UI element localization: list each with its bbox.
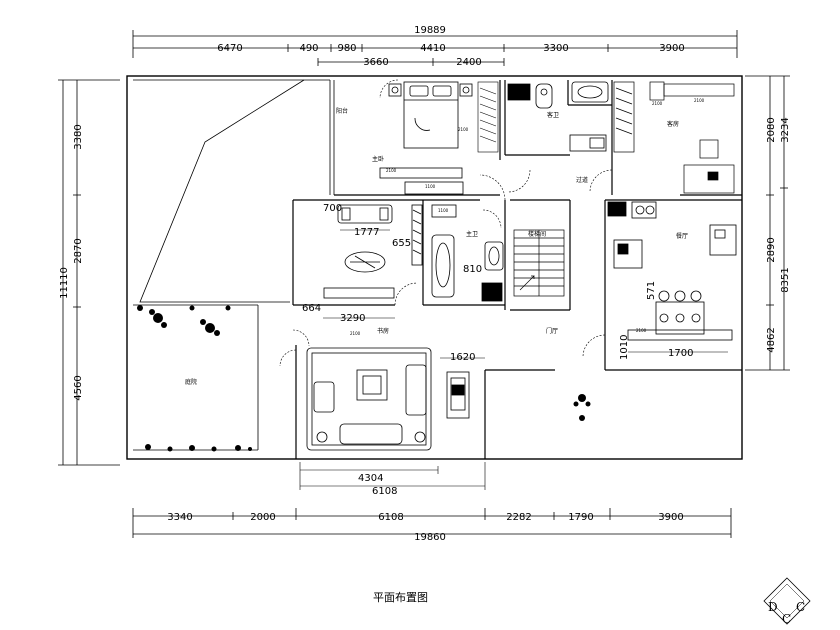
stair xyxy=(513,229,565,297)
dim-6108-interior: 6108 xyxy=(372,486,397,497)
dim-664: 664 xyxy=(302,303,321,314)
master-bed xyxy=(388,81,473,149)
door-swings xyxy=(279,79,613,367)
dim-571: 571 xyxy=(646,281,657,300)
dim-bottom-1: 3340 xyxy=(167,512,192,523)
dim-bottom-2: 2000 xyxy=(250,512,275,523)
dim-bottom-4: 2282 xyxy=(506,512,531,523)
right-dimensions xyxy=(745,75,790,371)
dim-1777: 1777 xyxy=(354,227,379,238)
tiny-1100-2: 1100 xyxy=(438,208,449,213)
room-guest-bath: 客卫 xyxy=(547,111,559,119)
dining-furniture xyxy=(607,201,737,341)
dim-right-4: 3234 xyxy=(780,117,791,142)
room-corridor: 过道 xyxy=(576,176,588,184)
guest-bath-fixtures xyxy=(507,81,609,152)
courtyard-plants xyxy=(137,305,252,452)
dim-top-2: 490 xyxy=(299,43,318,54)
balcony-area xyxy=(133,79,335,303)
logo-letter-d: D xyxy=(768,600,778,614)
dim-top-3: 980 xyxy=(337,43,356,54)
room-courtyard: 庭院 xyxy=(185,378,197,386)
tiny-2100-6: 2100 xyxy=(636,328,647,333)
bottom-dimensions xyxy=(132,508,732,538)
dim-bottom-5: 1790 xyxy=(568,512,593,523)
dim-4304: 4304 xyxy=(358,473,383,484)
dcc-logo-icon: D C C xyxy=(763,577,811,626)
dim-3290: 3290 xyxy=(340,313,365,324)
room-dining: 餐厅 xyxy=(676,232,688,240)
dim-right-2: 2890 xyxy=(766,237,777,262)
room-master-bath: 主卫 xyxy=(466,230,478,238)
tiny-1100-1: 1100 xyxy=(425,184,436,189)
dim-top-total: 19889 xyxy=(414,25,446,36)
dim-1010: 1010 xyxy=(619,335,630,360)
drawing-caption: 平面布置图 xyxy=(373,591,428,604)
master-bath-fixtures xyxy=(411,204,504,302)
dim-left-total: 11110 xyxy=(59,267,70,299)
dim-655: 655 xyxy=(392,238,411,249)
room-guest: 客房 xyxy=(667,120,679,128)
foyer-plant xyxy=(573,394,591,421)
tiny-2100-4: 2100 xyxy=(652,101,663,106)
wardrobe-master xyxy=(477,81,499,153)
dim-top-sub-2: 2400 xyxy=(456,57,481,68)
interior-walls xyxy=(292,80,742,459)
dim-left-3: 4560 xyxy=(73,375,84,400)
dim-810: 810 xyxy=(463,264,482,275)
logo-letter-c2: C xyxy=(782,612,791,626)
room-stair: 楼梯间 xyxy=(528,230,546,238)
tiny-2100-2: 2100 xyxy=(458,127,469,132)
dim-1620: 1620 xyxy=(450,352,475,363)
tiny-2100-5: 2100 xyxy=(350,331,361,336)
tiny-2100-3: 2100 xyxy=(694,98,705,103)
living-room-furniture xyxy=(306,347,470,451)
dim-1700: 1700 xyxy=(668,348,693,359)
room-foyer: 门厅 xyxy=(546,327,558,335)
left-dimensions xyxy=(58,79,120,466)
dim-bottom-3: 6108 xyxy=(378,512,403,523)
dim-top-4: 4410 xyxy=(420,43,445,54)
dim-bottom-total: 19860 xyxy=(414,532,446,543)
courtyard-area xyxy=(133,304,259,451)
dim-700: 700 xyxy=(323,203,342,214)
top-dimensions xyxy=(132,30,738,66)
dim-top-1: 6470 xyxy=(217,43,242,54)
tiny-2100-1: 2100 xyxy=(386,168,397,173)
room-study: 书房 xyxy=(377,327,389,335)
dim-right-1: 2080 xyxy=(766,117,777,142)
room-balcony: 阳台 xyxy=(336,107,348,115)
dim-right-3: 4862 xyxy=(766,327,777,352)
interior-dim-lines xyxy=(299,229,728,490)
dim-top-6: 3900 xyxy=(659,43,684,54)
guest-room-furniture xyxy=(613,81,735,194)
logo-letter-c1: C xyxy=(796,600,805,614)
exterior-walls xyxy=(126,75,743,460)
dim-top-sub-1: 3660 xyxy=(363,57,388,68)
tv-cabinet-master xyxy=(379,167,464,195)
dim-left-1: 3380 xyxy=(73,124,84,149)
dim-left-2: 2870 xyxy=(73,238,84,263)
room-master-bedroom: 主卧 xyxy=(372,155,384,163)
dim-right-5: 8351 xyxy=(780,267,791,292)
study-furniture xyxy=(323,204,395,299)
dim-top-5: 3300 xyxy=(543,43,568,54)
dim-bottom-6: 3900 xyxy=(658,512,683,523)
